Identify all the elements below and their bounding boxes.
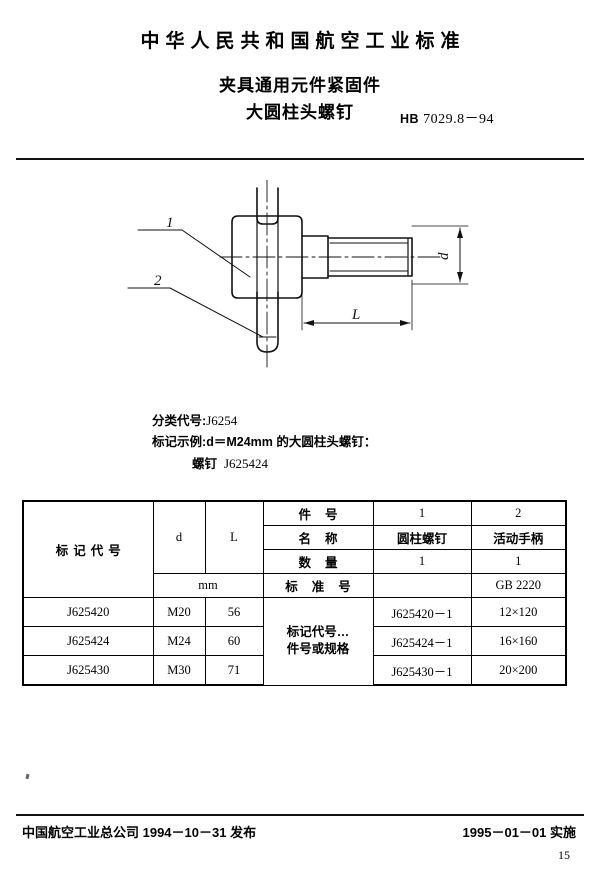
- standard-number: HB 7029.8－94: [400, 108, 494, 128]
- cell-mark-code: J625420: [22, 597, 154, 627]
- marking-example-part-value: J625424: [223, 456, 269, 471]
- table-row-unit-standard: mm 标准号 GB 2220: [23, 573, 567, 598]
- specification-table: 标记代号 d L 件号 1 2 名称 圆柱螺钉 活动手柄 数量 1 1: [22, 500, 567, 686]
- page-number: 15: [558, 848, 570, 862]
- cell-part-number-2: 2: [470, 500, 567, 526]
- table-row-part-name: 名称 圆柱螺钉 活动手柄: [23, 525, 567, 550]
- footer-effective-date: 1995－01－01 实施: [462, 825, 576, 840]
- document-title-line-2: 大圆柱头螺钉: [246, 103, 354, 122]
- marking-example-value-row: 螺钉 J625424: [152, 453, 376, 475]
- cell-part-number-1: 1: [372, 500, 472, 526]
- mark-code-note-line-2: 件号或规格: [286, 642, 350, 657]
- standard-organization-title: 中华人民共和国航空工业标准: [140, 31, 466, 52]
- leader-line-2: [169, 287, 264, 338]
- classification-code-separator: :: [202, 414, 207, 428]
- header-part-number: 件号: [262, 500, 374, 526]
- cell-part-name-2: 活动手柄: [470, 525, 567, 550]
- marking-example-row: 标记示例:d＝M24mm 的大圆柱头螺钉：: [152, 432, 376, 453]
- footer-divider-rule: [16, 814, 584, 816]
- marking-example-label: 标记示例: [152, 435, 203, 449]
- cell-part1-code: J625424－1: [372, 626, 472, 656]
- table-row-part-number: 标记代号 d L 件号 1 2: [22, 500, 567, 598]
- dimension-label-d: d: [436, 252, 452, 260]
- cell-d: M20: [152, 597, 206, 627]
- mark-code-note-line-1: 标记代号…: [286, 625, 350, 640]
- cell-L: 71: [204, 655, 264, 686]
- marking-example-text: d＝M24mm 的大圆柱头螺钉：: [206, 435, 377, 449]
- header-part-name: 名称: [262, 525, 374, 550]
- cell-unit-mm: mm: [152, 573, 264, 598]
- callout-label-1: 1: [166, 215, 174, 231]
- dimension-label-L: L: [351, 307, 360, 323]
- cell-part2-spec: 20×200: [470, 655, 567, 686]
- cell-quantity-2: 1: [470, 549, 567, 574]
- table-row: J625424 M24 60 J625424－1 16×160: [22, 626, 567, 656]
- classification-code-label: 分类代号: [152, 414, 203, 428]
- cell-mark-code: J625430: [22, 655, 154, 686]
- document-title: 夹具通用元件紧固件 大圆柱头螺钉: [0, 72, 600, 126]
- handle-pin-upper: [256, 187, 279, 225]
- cell-part2-spec: 16×160: [470, 626, 567, 656]
- table-row: J625430 M30 71 J625430－1 20×200: [22, 655, 567, 686]
- table-row: J625420 M20 56 标记代号… 件号或规格 J625420－1 12×…: [22, 597, 567, 686]
- dim-arrow-L-left: [304, 320, 314, 326]
- cell-mark-code: J625424: [22, 626, 154, 656]
- header-L: L: [204, 500, 264, 574]
- standard-number-value: 7029.8－94: [419, 112, 495, 127]
- marking-example-part-label: 螺钉: [192, 457, 218, 471]
- marking-example-separator: :: [202, 435, 207, 449]
- cell-mark-code-note: 标记代号… 件号或规格: [262, 597, 374, 686]
- cell-d: M30: [152, 655, 206, 686]
- cell-part1-code: J625430－1: [372, 655, 472, 686]
- header-divider-rule: [16, 158, 584, 160]
- scan-artifact: [25, 773, 30, 780]
- screw-drawing-svg: 1 2 d L: [127, 180, 469, 369]
- cell-part2-spec: 12×120: [470, 597, 567, 627]
- cell-standard-number-1: [372, 573, 472, 598]
- document-title-line-1: 夹具通用元件紧固件: [219, 76, 381, 95]
- dim-arrow-d-bottom: [457, 272, 463, 282]
- header-d: d: [152, 500, 206, 574]
- notes-block: 分类代号:J6254 标记示例:d＝M24mm 的大圆柱头螺钉： 螺钉 J625…: [152, 410, 376, 475]
- callout-label-2: 2: [154, 273, 162, 289]
- dim-arrow-L-right: [400, 320, 410, 326]
- specification-table-wrapper: 标记代号 d L 件号 1 2 名称 圆柱螺钉 活动手柄 数量 1 1: [22, 500, 567, 686]
- handle-pin-lower: [256, 291, 279, 353]
- header-mark-code: 标记代号: [22, 500, 154, 598]
- cell-part1-code: J625420－1: [372, 597, 472, 627]
- cell-part-name-1: 圆柱螺钉: [372, 525, 472, 550]
- cell-d: M24: [152, 626, 206, 656]
- cell-L: 60: [204, 626, 264, 656]
- standard-number-prefix: HB: [400, 112, 420, 126]
- cell-L: 56: [204, 597, 264, 627]
- header-quantity: 数量: [262, 549, 374, 574]
- cell-standard-number-2: GB 2220: [470, 573, 567, 598]
- cell-quantity-1: 1: [372, 549, 472, 574]
- classification-code-value: J6254: [206, 413, 238, 428]
- classification-code-row: 分类代号:J6254: [152, 410, 376, 432]
- footer-issuer: 中国航空工业总公司 1994－10－31 发布: [22, 825, 257, 840]
- dim-arrow-d-top: [457, 228, 463, 238]
- header-standard-number: 标准号: [262, 573, 374, 598]
- leader-line-1: [181, 229, 251, 278]
- technical-drawing: 1 2 d L: [120, 180, 490, 390]
